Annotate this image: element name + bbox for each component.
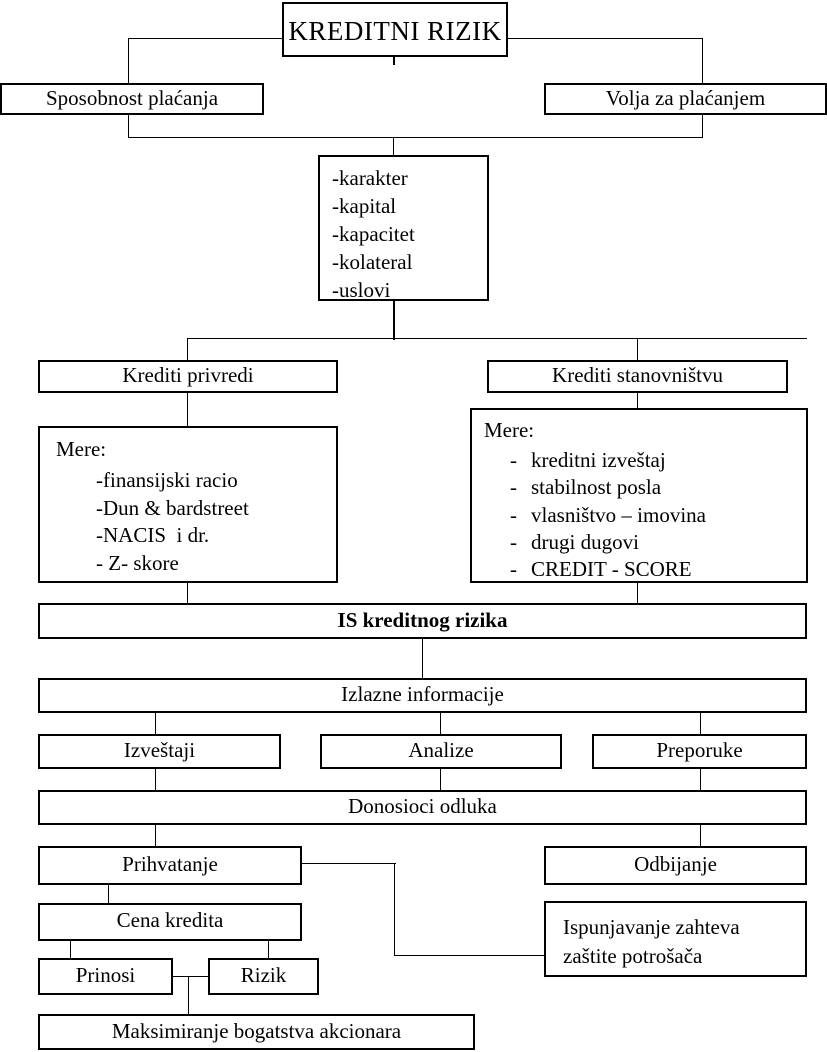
box-is-kreditnog-rizika[interactable]: IS kreditnog rizika <box>38 603 807 639</box>
connector-l2-right-down <box>702 115 703 138</box>
box-mere-stanovnistvo-heading: Mere: <box>484 418 535 442</box>
box-rizik-label: Rizik <box>240 963 287 987</box>
box-mere-stanovnistvo[interactable]: Mere: - kreditni izveštaj - stabilnost p… <box>470 408 808 583</box>
box-izvestaji-label: Izveštaji <box>123 738 196 762</box>
box-krediti-privredi[interactable]: Krediti privredi <box>38 360 338 393</box>
connector-output-to-izvestaji <box>155 713 156 734</box>
box-sposobnost-placanja[interactable]: Sposobnost plaćanja <box>0 83 264 115</box>
connector-5k-down <box>393 300 395 340</box>
connector-prinosi-rizik-merge <box>172 976 209 977</box>
box-odbijanje[interactable]: Odbijanje <box>544 846 807 885</box>
connector-5k-split-bar <box>187 338 807 339</box>
connector-donosioci-to-prihvatanje <box>155 825 156 846</box>
connector-l2-merge-bar <box>128 137 703 138</box>
box-krediti-privredi-label: Krediti privredi <box>122 363 254 387</box>
connector-title-right-drop <box>702 38 703 83</box>
box-ispunjavanje-zahteva[interactable]: Ispunjavanje zahteva zaštite potrošača <box>544 901 807 977</box>
box-krediti-stanovnistvu[interactable]: Krediti stanovništvu <box>487 360 788 393</box>
connector-output-to-analize <box>440 713 441 734</box>
connector-cena-to-rizik <box>268 941 269 958</box>
box-donosioci-odluka[interactable]: Donosioci odluka <box>38 790 807 825</box>
box-ispunjavanje-zahteva-line1: Ispunjavanje zahteva <box>563 915 740 939</box>
connector-mere-right-to-is <box>637 583 638 603</box>
box-prihvatanje-label: Prihvatanje <box>122 852 218 876</box>
connector-is-to-output <box>422 639 423 678</box>
box-odbijanje-label: Odbijanje <box>634 852 717 876</box>
box-maksimiranje-bogatstva-label: Maksimiranje bogatstva akcionara <box>111 1019 402 1043</box>
box-kreditni-rizik-label: KREDITNI RIZIK <box>288 16 502 46</box>
box-ispunjavanje-zahteva-line2: zaštite potrošača <box>563 944 703 968</box>
connector-prihvatanje-elbow-vertical <box>394 863 395 956</box>
connector-analize-to-donosioci <box>440 769 441 790</box>
box-prinosi-label: Prinosi <box>75 963 136 987</box>
connector-prihvatanje-elbow-bottom <box>394 955 544 956</box>
box-donosioci-odluka-label: Donosioci odluka <box>348 794 497 818</box>
connector-title-down <box>393 57 395 65</box>
connector-izvestaji-to-donosioci <box>155 769 156 790</box>
connector-mere-left-to-is <box>187 583 188 603</box>
box-is-kreditnog-rizika-label: IS kreditnog rizika <box>337 608 508 632</box>
box-sposobnost-placanja-label: Sposobnost plaćanja <box>45 86 219 110</box>
box-mere-privreda-list: -finansijski racio -Dun & bardstreet -NA… <box>96 468 249 576</box>
box-five-k-criteria[interactable]: -karakter -kapital -kapacitet -kolateral… <box>318 155 489 301</box>
connector-l2-to-5k <box>393 137 394 155</box>
box-cena-kredita-label: Cena kredita <box>116 908 224 932</box>
connector-title-left-drop <box>128 38 129 83</box>
box-rizik[interactable]: Rizik <box>208 958 319 995</box>
box-preporuke[interactable]: Preporuke <box>592 734 807 769</box>
connector-stanovnistvu-to-mere <box>637 392 638 408</box>
box-cena-kredita[interactable]: Cena kredita <box>38 903 302 941</box>
box-mere-privreda-heading: Mere: <box>56 437 107 461</box>
box-mere-stanovnistvo-list: - kreditni izveštaj - stabilnost posla -… <box>510 448 706 582</box>
box-five-k-criteria-list: -karakter -kapital -kapacitet -kolateral… <box>332 166 415 301</box>
box-mere-privreda[interactable]: Mere: -finansijski racio -Dun & bardstre… <box>38 426 338 583</box>
connector-to-krediti-stanovnistvu <box>637 338 638 360</box>
box-volja-za-placanjem[interactable]: Volja za plaćanjem <box>544 83 827 115</box>
connector-cena-to-prinosi <box>70 941 71 958</box>
connector-preporuke-to-donosioci <box>700 769 701 790</box>
box-preporuke-label: Preporuke <box>656 738 743 762</box>
connector-prihvatanje-elbow-top <box>302 863 396 864</box>
box-izlazne-informacije[interactable]: Izlazne informacije <box>38 678 807 713</box>
box-analize-label: Analize <box>408 738 474 762</box>
box-volja-za-placanjem-label: Volja za plaćanjem <box>605 86 766 110</box>
connector-l2-left-down <box>128 115 129 138</box>
connector-to-krediti-privredi <box>187 338 188 360</box>
connector-output-to-preporuke <box>700 713 701 734</box>
box-izlazne-informacije-label: Izlazne informacije <box>341 682 504 706</box>
box-maksimiranje-bogatstva[interactable]: Maksimiranje bogatstva akcionara <box>38 1014 475 1050</box>
box-kreditni-rizik[interactable]: KREDITNI RIZIK <box>282 2 508 57</box>
connector-merge-to-maksimiranje <box>188 976 189 1014</box>
box-izvestaji[interactable]: Izveštaji <box>38 734 281 769</box>
connector-donosioci-to-odbijanje <box>700 825 701 846</box>
box-prihvatanje[interactable]: Prihvatanje <box>38 846 302 885</box>
box-prinosi[interactable]: Prinosi <box>38 958 173 995</box>
connector-privredi-to-mere <box>187 392 188 426</box>
box-analize[interactable]: Analize <box>320 734 562 769</box>
connector-prihvatanje-to-cena <box>108 885 109 903</box>
box-krediti-stanovnistvu-label: Krediti stanovništvu <box>552 363 723 387</box>
